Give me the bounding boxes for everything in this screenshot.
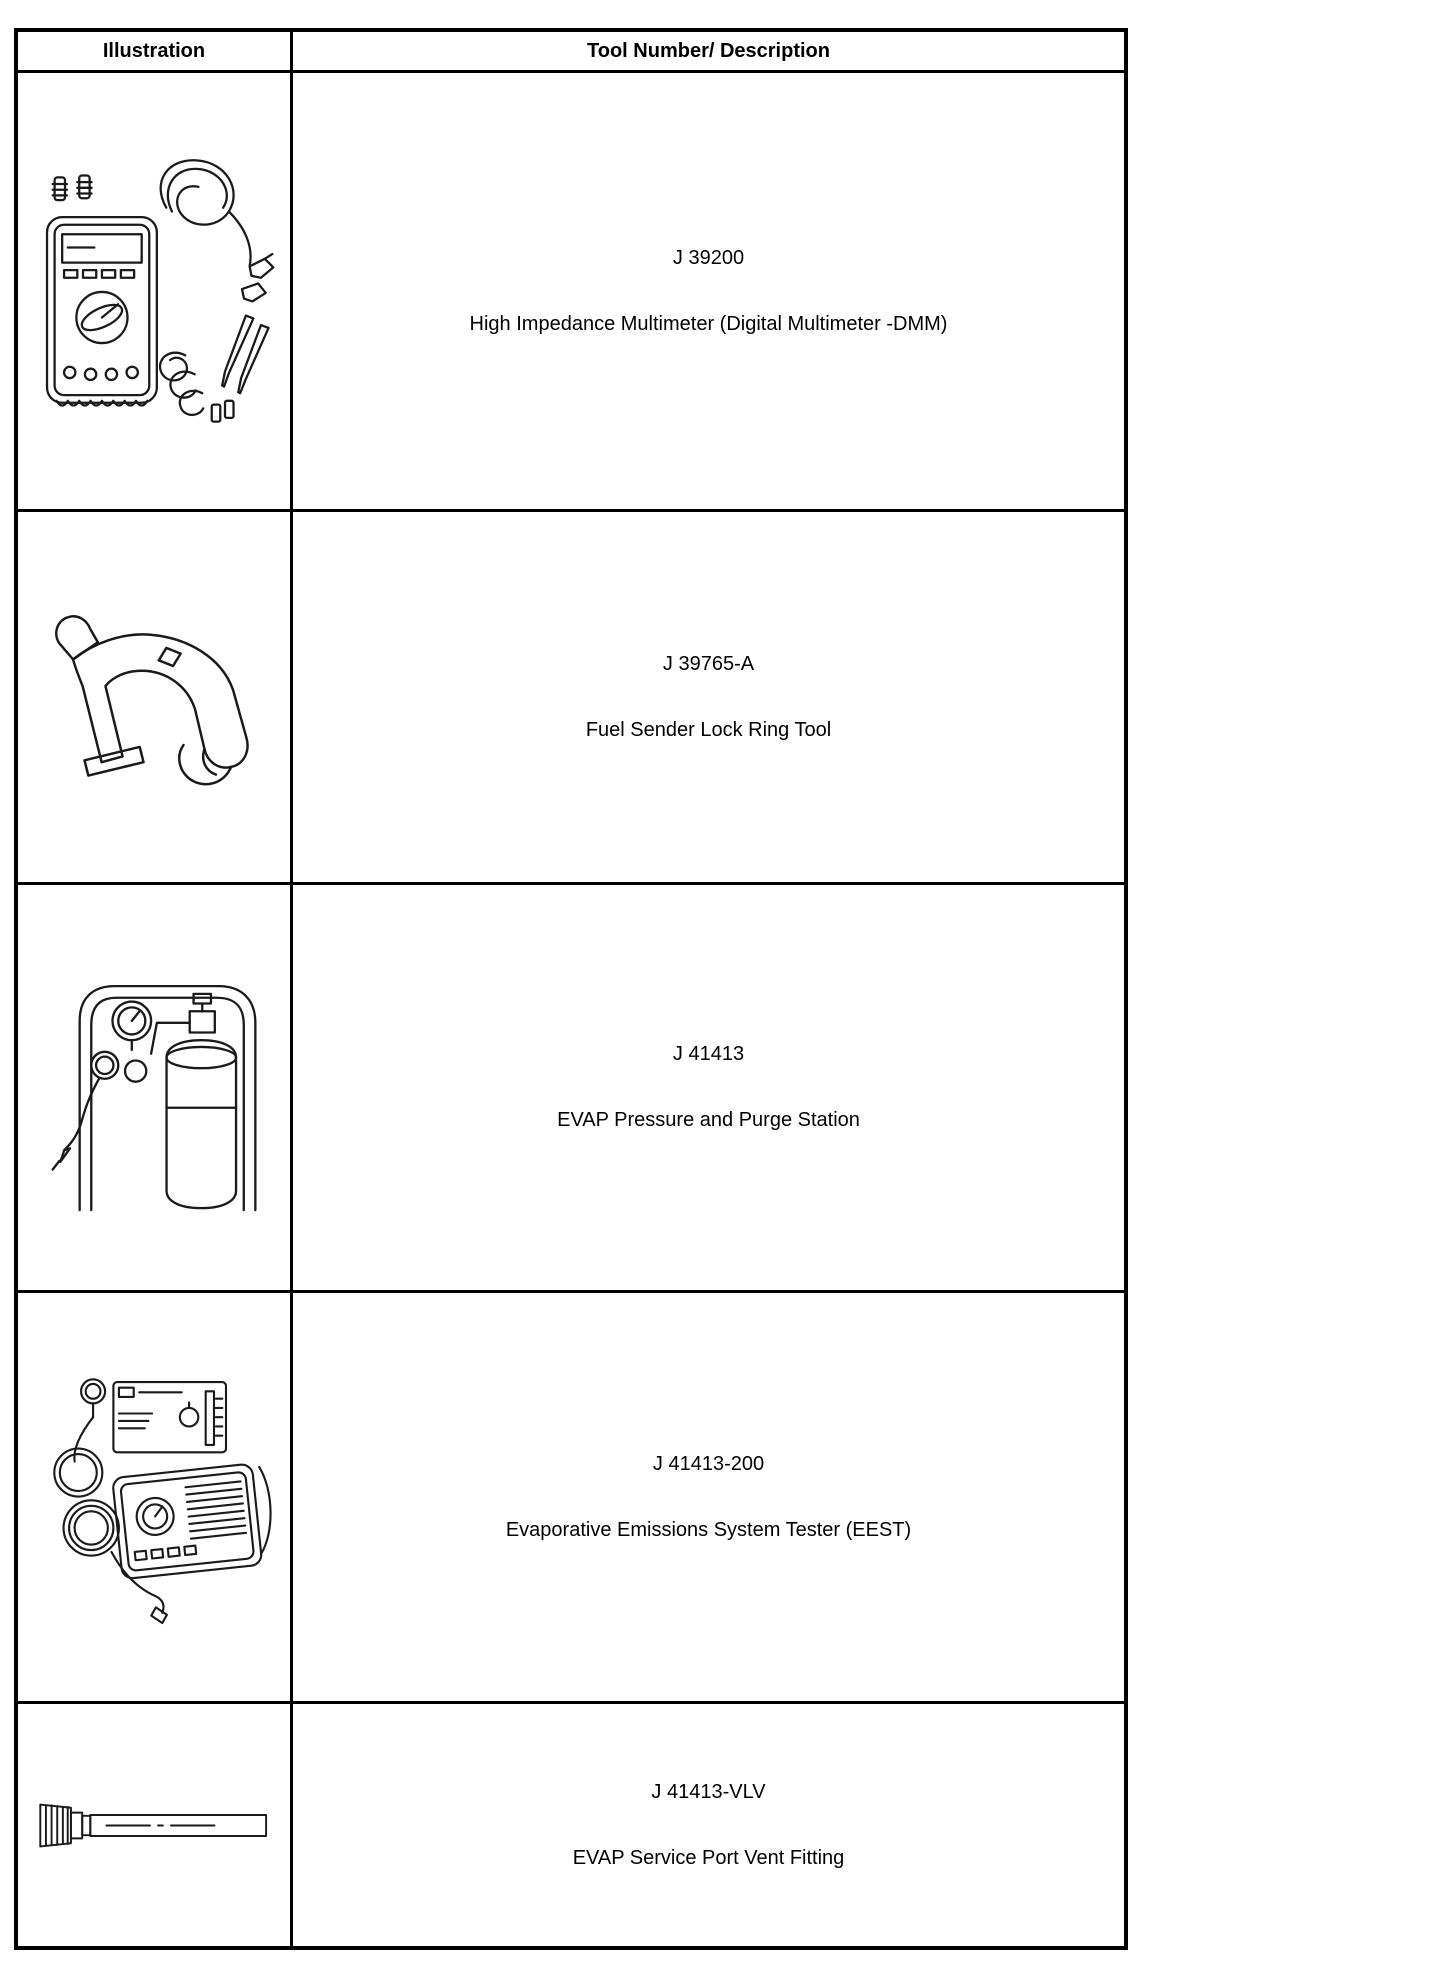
table-row-2: J 39765-A Fuel Sender Lock Ring Tool [18,508,1124,883]
description-cell-3: J 41413 EVAP Pressure and Purge Station [293,885,1124,1290]
pressure-purge-station-illustration [51,984,257,1212]
description-cell-5: J 41413-VLV EVAP Service Port Vent Fitti… [293,1704,1124,1946]
tool-description: EVAP Pressure and Purge Station [557,1109,860,1132]
table-row-4: J 41413-200 Evaporative Emissions System… [18,1289,1124,1702]
special-tools-table: Illustration Tool Number/ Description [14,28,1128,1950]
illustration-cell-1 [18,73,293,509]
tool-number: J 41413 [672,1043,745,1066]
illustration-cell-3 [18,885,293,1290]
tool-description: EVAP Service Port Vent Fitting [572,1847,845,1870]
tool-description: High Impedance Multimeter (Digital Multi… [469,312,948,335]
illustration-column-header: Illustration [18,32,293,70]
table-row-3: J 41413 EVAP Pressure and Purge Station [18,882,1124,1290]
emissions-system-tester-illustration [53,1377,272,1624]
illustration-cell-5 [18,1704,293,1946]
tool-description: Fuel Sender Lock Ring Tool [585,718,832,741]
lock-ring-tool-illustration [55,615,249,786]
table-row-5: J 41413-VLV EVAP Service Port Vent Fitti… [18,1701,1124,1946]
tool-number: J 39200 [672,246,745,269]
tool-number: J 41413-VLV [651,1781,766,1804]
table-row-1: J 39200 High Impedance Multimeter (Digit… [18,70,1124,509]
vent-fitting-illustration [39,1803,268,1848]
illustration-cell-2 [18,511,293,883]
tool-number: J 41413-200 [652,1453,765,1476]
illustration-cell-4 [18,1292,293,1702]
description-column-header: Tool Number/ Description [293,32,1124,70]
description-cell-2: J 39765-A Fuel Sender Lock Ring Tool [293,511,1124,883]
table-header-row: Illustration Tool Number/ Description [18,32,1124,70]
description-cell-4: J 41413-200 Evaporative Emissions System… [293,1292,1124,1702]
description-cell-1: J 39200 High Impedance Multimeter (Digit… [293,73,1124,509]
multimeter-illustration [45,159,275,423]
tool-number: J 39765-A [662,652,755,675]
tool-description: Evaporative Emissions System Tester (EES… [505,1519,912,1542]
